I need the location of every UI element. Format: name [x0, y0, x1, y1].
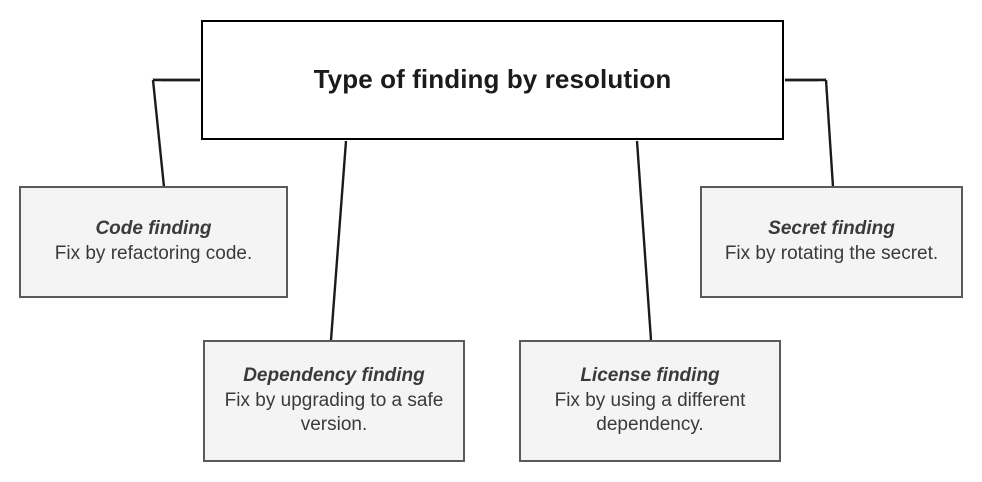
node-secret-finding-description: Fix by rotating the secret. — [724, 243, 939, 265]
node-root[interactable]: Type of finding by resolution — [201, 20, 784, 140]
node-dependency-finding[interactable]: Dependency finding Fix by upgrading to a… — [203, 340, 465, 462]
connector-mask-left — [145, 79, 161, 89]
node-dependency-finding-description: Fix by upgrading to a safe version. — [224, 389, 444, 436]
node-secret-finding[interactable]: Secret finding Fix by rotating the secre… — [700, 186, 963, 298]
connector-root-to-dependency — [329, 140, 348, 341]
node-dependency-finding-title: Dependency finding — [243, 364, 425, 386]
node-code-finding-title: Code finding — [95, 218, 212, 240]
root-title: Type of finding by resolution — [313, 64, 672, 95]
node-code-finding[interactable]: Code finding Fix by refactoring code. — [19, 186, 288, 298]
node-secret-finding-title: Secret finding — [768, 218, 895, 240]
connector-clear-right — [819, 84, 833, 190]
connector-left-slant — [151, 79, 166, 188]
connector-mask-right — [818, 79, 834, 89]
node-license-finding[interactable]: License finding Fix by using a different… — [519, 340, 781, 462]
connector-root-to-secret — [785, 78, 828, 186]
node-code-finding-description: Fix by refactoring code. — [54, 243, 253, 265]
connector-right-slant — [824, 79, 835, 188]
connector-root-to-code — [151, 78, 200, 186]
node-license-finding-description: Fix by using a different dependency. — [554, 389, 746, 436]
connector-root-to-code-slant — [153, 80, 163, 186]
connector-clear-left — [146, 84, 160, 190]
node-license-finding-title: License finding — [580, 364, 720, 386]
connector-root-to-license — [635, 140, 653, 341]
